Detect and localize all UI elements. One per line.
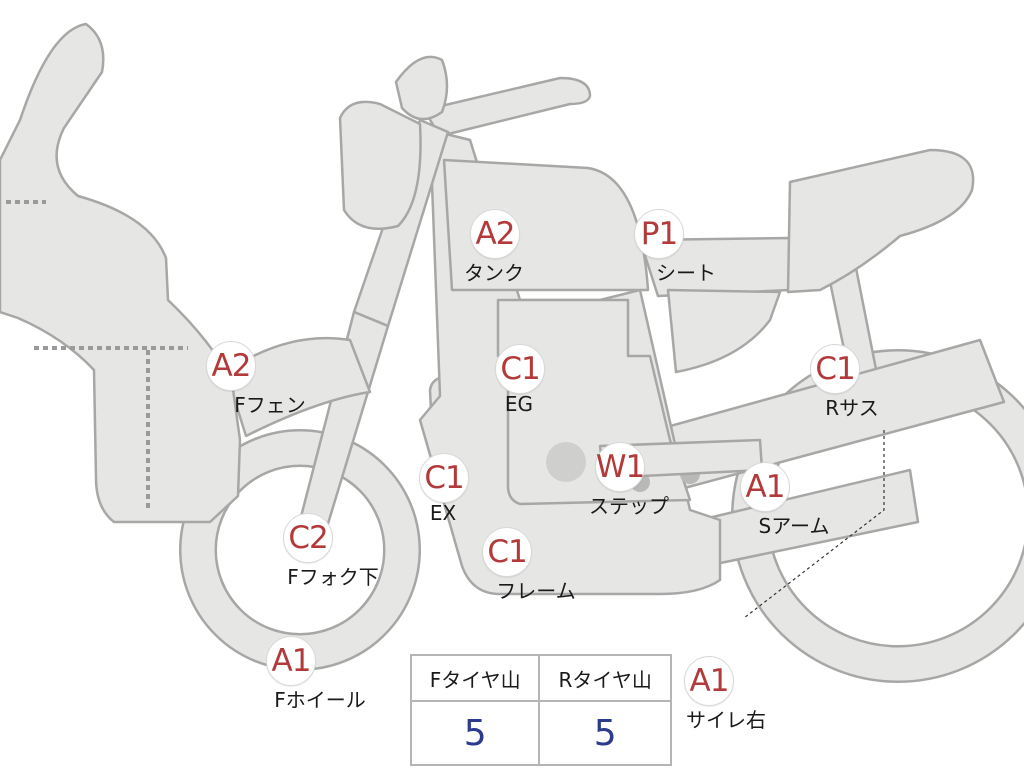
- front-tire-header: Fタイヤ山: [409, 654, 541, 702]
- marker-code: W1: [595, 442, 645, 492]
- marker-label: Sアーム: [758, 514, 830, 538]
- marker-code: P1: [634, 209, 684, 259]
- marker-label: サイレ右: [686, 708, 766, 732]
- marker-code: C1: [482, 527, 532, 577]
- fairing-shape: [0, 22, 242, 524]
- marker-code: C1: [419, 453, 469, 503]
- tire-tread-table: Fタイヤ山 Rタイヤ山 5 5: [409, 654, 672, 766]
- front-tire-value: 5: [409, 700, 541, 766]
- marker-code: A2: [206, 341, 256, 391]
- marker-label: EX: [429, 501, 457, 525]
- marker-label: シート: [656, 261, 716, 285]
- marker-label: EG: [504, 392, 534, 416]
- marker-label: ステップ: [589, 494, 669, 518]
- handlebar-shape: [422, 76, 592, 138]
- front-fender-shape: [224, 336, 372, 438]
- marker-code: C1: [810, 344, 860, 394]
- marker-code: A2: [470, 209, 520, 259]
- marker-label: Rサス: [825, 396, 879, 420]
- marker-code: C1: [495, 344, 545, 394]
- marker-code: A1: [684, 656, 734, 706]
- marker-label: フレーム: [496, 579, 576, 603]
- headlight-shape: [338, 100, 422, 230]
- rear-tire-value: 5: [538, 700, 672, 766]
- marker-label: タンク: [464, 261, 524, 285]
- seat-shape: [786, 148, 975, 294]
- marker-label: Fホイール: [274, 688, 366, 712]
- marker-label: Fフォク下: [287, 565, 379, 589]
- rear-tire-header: Rタイヤ山: [538, 654, 672, 702]
- silencer-leader-line: [743, 430, 885, 619]
- marker-code: A1: [266, 636, 316, 686]
- marker-label: Fフェン: [234, 393, 306, 417]
- seat-cowl-shape: [666, 288, 782, 374]
- marker-code: C2: [283, 513, 333, 563]
- marker-code: A1: [740, 462, 790, 512]
